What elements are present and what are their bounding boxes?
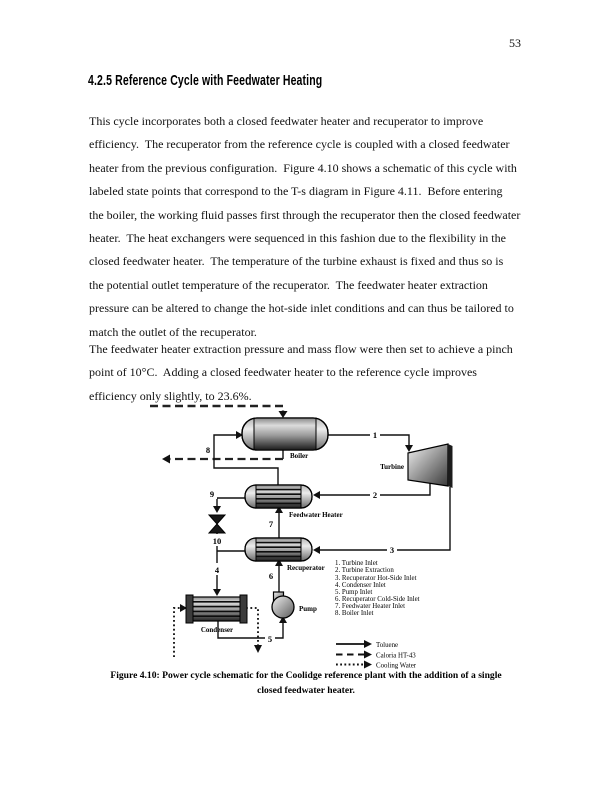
state-point-item: 3. Recuperator Hot-Side Inlet	[335, 575, 417, 582]
pump-shape	[271, 591, 295, 619]
body-text-line: the potential outlet temperature of the …	[89, 277, 488, 292]
condenser-vessel	[185, 594, 248, 624]
state-points-legend: 1. Turbine Inlet 2. Turbine Extraction 3…	[335, 560, 420, 617]
body-text-line: heater. The heat exchangers were sequenc…	[89, 231, 506, 246]
condenser-label: Condenser	[201, 626, 233, 634]
state-point-item: 1. Turbine Inlet	[335, 560, 378, 567]
body-text-line: efficiency. The recuperator from the ref…	[89, 137, 510, 152]
state-node-1: 1	[373, 430, 377, 440]
turbine-label: Turbine	[380, 463, 404, 471]
power-cycle-schematic: 1 2 3 4 5 6 7 8 9 10 Boiler Turbine Feed…	[150, 404, 453, 670]
toluene-label: Toluene	[376, 642, 398, 649]
state-point-item: 8. Boiler Inlet	[335, 610, 374, 617]
caloria-supply-line	[150, 404, 288, 418]
feedwater-heater-vessel	[244, 484, 313, 509]
pipe-turbine-extraction-2	[313, 481, 431, 499]
state-node-2: 2	[373, 490, 377, 500]
state-node-7: 7	[269, 519, 274, 529]
state-point-item: 5. Pump Inlet	[335, 589, 372, 596]
flow-legend: Toluene Caloria HT-43 Cooling Water	[336, 640, 417, 670]
pump-label: Pump	[299, 605, 317, 613]
caption-line-2: closed feedwater heater.	[257, 684, 355, 696]
boiler-vessel	[241, 417, 329, 451]
caption-line-1: Figure 4.10: Power cycle schematic for t…	[110, 670, 502, 681]
state-node-10: 10	[213, 536, 222, 546]
pipe-recuperator-cold-inlet-6	[275, 559, 283, 592]
body-text-line: match the outlet of the recuperator.	[89, 324, 257, 339]
cooling-water-out-line	[246, 607, 262, 653]
pipe-turbine-inlet-1	[328, 434, 413, 452]
pipe-pump-inlet-5	[217, 616, 287, 639]
state-node-6: 6	[269, 571, 273, 581]
figure-caption: Figure 4.10: Power cycle schematic for t…	[60, 669, 552, 699]
pipe-recuperator-hot-inlet-3	[313, 487, 451, 554]
body-text-line: heater from the previous configuration. …	[89, 160, 517, 175]
section-heading: 4.2.5 Reference Cycle with Feedwater Hea…	[88, 72, 323, 89]
cooling-water-in-line	[173, 604, 187, 657]
state-point-item: 6. Recuperator Cold-Side Inlet	[335, 596, 420, 603]
valve-icon	[207, 514, 227, 534]
body-text-line: labeled state points that correspond to …	[89, 184, 503, 199]
body-text-line: efficiency only slightly, to 23.6%.	[89, 388, 252, 403]
state-node-labels: 1 2 3 4 5 6 7 8 9 10	[203, 428, 397, 644]
boiler-label: Boiler	[290, 452, 308, 460]
state-node-9: 9	[210, 489, 214, 499]
pipe-fwh-inlet-7	[275, 506, 283, 538]
pipe-fwh-drain-9	[213, 497, 245, 513]
body-text-line: point of 10°C. Adding a closed feedwater…	[89, 365, 477, 380]
turbine-shape	[407, 443, 453, 488]
caloria-return-line	[162, 450, 284, 464]
body-text-line: closed feedwater heater. The temperature…	[89, 254, 504, 269]
state-node-5: 5	[268, 634, 272, 644]
recuperator-label: Recuperator	[287, 564, 325, 572]
paragraph-1: This cycle incorporates both a closed fe…	[89, 110, 520, 344]
state-point-item: 4. Condenser Inlet	[335, 582, 386, 589]
pipe-boiler-inlet-8	[213, 431, 279, 486]
state-node-8: 8	[206, 445, 210, 455]
state-node-3: 3	[390, 545, 394, 555]
state-point-item: 7. Feedwater Heater Inlet	[335, 603, 405, 610]
cooling-water-label: Cooling Water	[376, 663, 417, 670]
page-number: 53	[509, 36, 521, 50]
body-text-line: The feedwater heater extraction pressure…	[89, 342, 513, 356]
recuperator-vessel	[244, 537, 313, 562]
feedwater-heater-label: Feedwater Heater	[289, 511, 343, 519]
paragraph-2: The feedwater heater extraction pressure…	[89, 338, 513, 408]
caloria-label: Caloria HT-43	[376, 653, 416, 660]
state-point-item: 2. Turbine Extraction	[335, 567, 394, 574]
body-text-line: the boiler, the working fluid passes fir…	[89, 207, 521, 222]
body-text-line: This cycle incorporates both a closed fe…	[89, 114, 484, 128]
state-node-4: 4	[215, 565, 220, 575]
body-text-line: pressure can be altered to change the ho…	[89, 301, 514, 316]
